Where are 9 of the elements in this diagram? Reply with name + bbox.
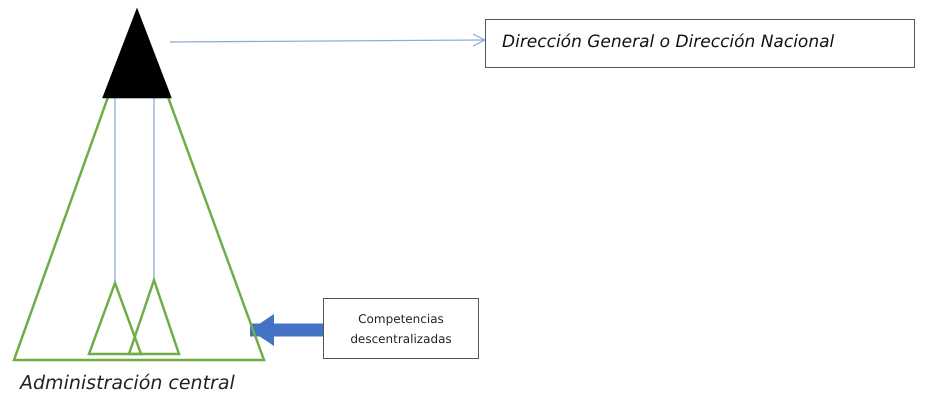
connector-line <box>114 98 116 282</box>
box-label: Dirección General o Dirección Nacional <box>502 32 836 52</box>
callout-box <box>323 298 479 359</box>
arrow <box>170 33 486 47</box>
title-box <box>485 19 915 68</box>
pyramid-caption: Administración central <box>20 372 236 394</box>
block-arrow <box>250 314 323 346</box>
connector-line <box>153 98 155 279</box>
box-label: Competencias descentralizadas <box>349 311 453 348</box>
